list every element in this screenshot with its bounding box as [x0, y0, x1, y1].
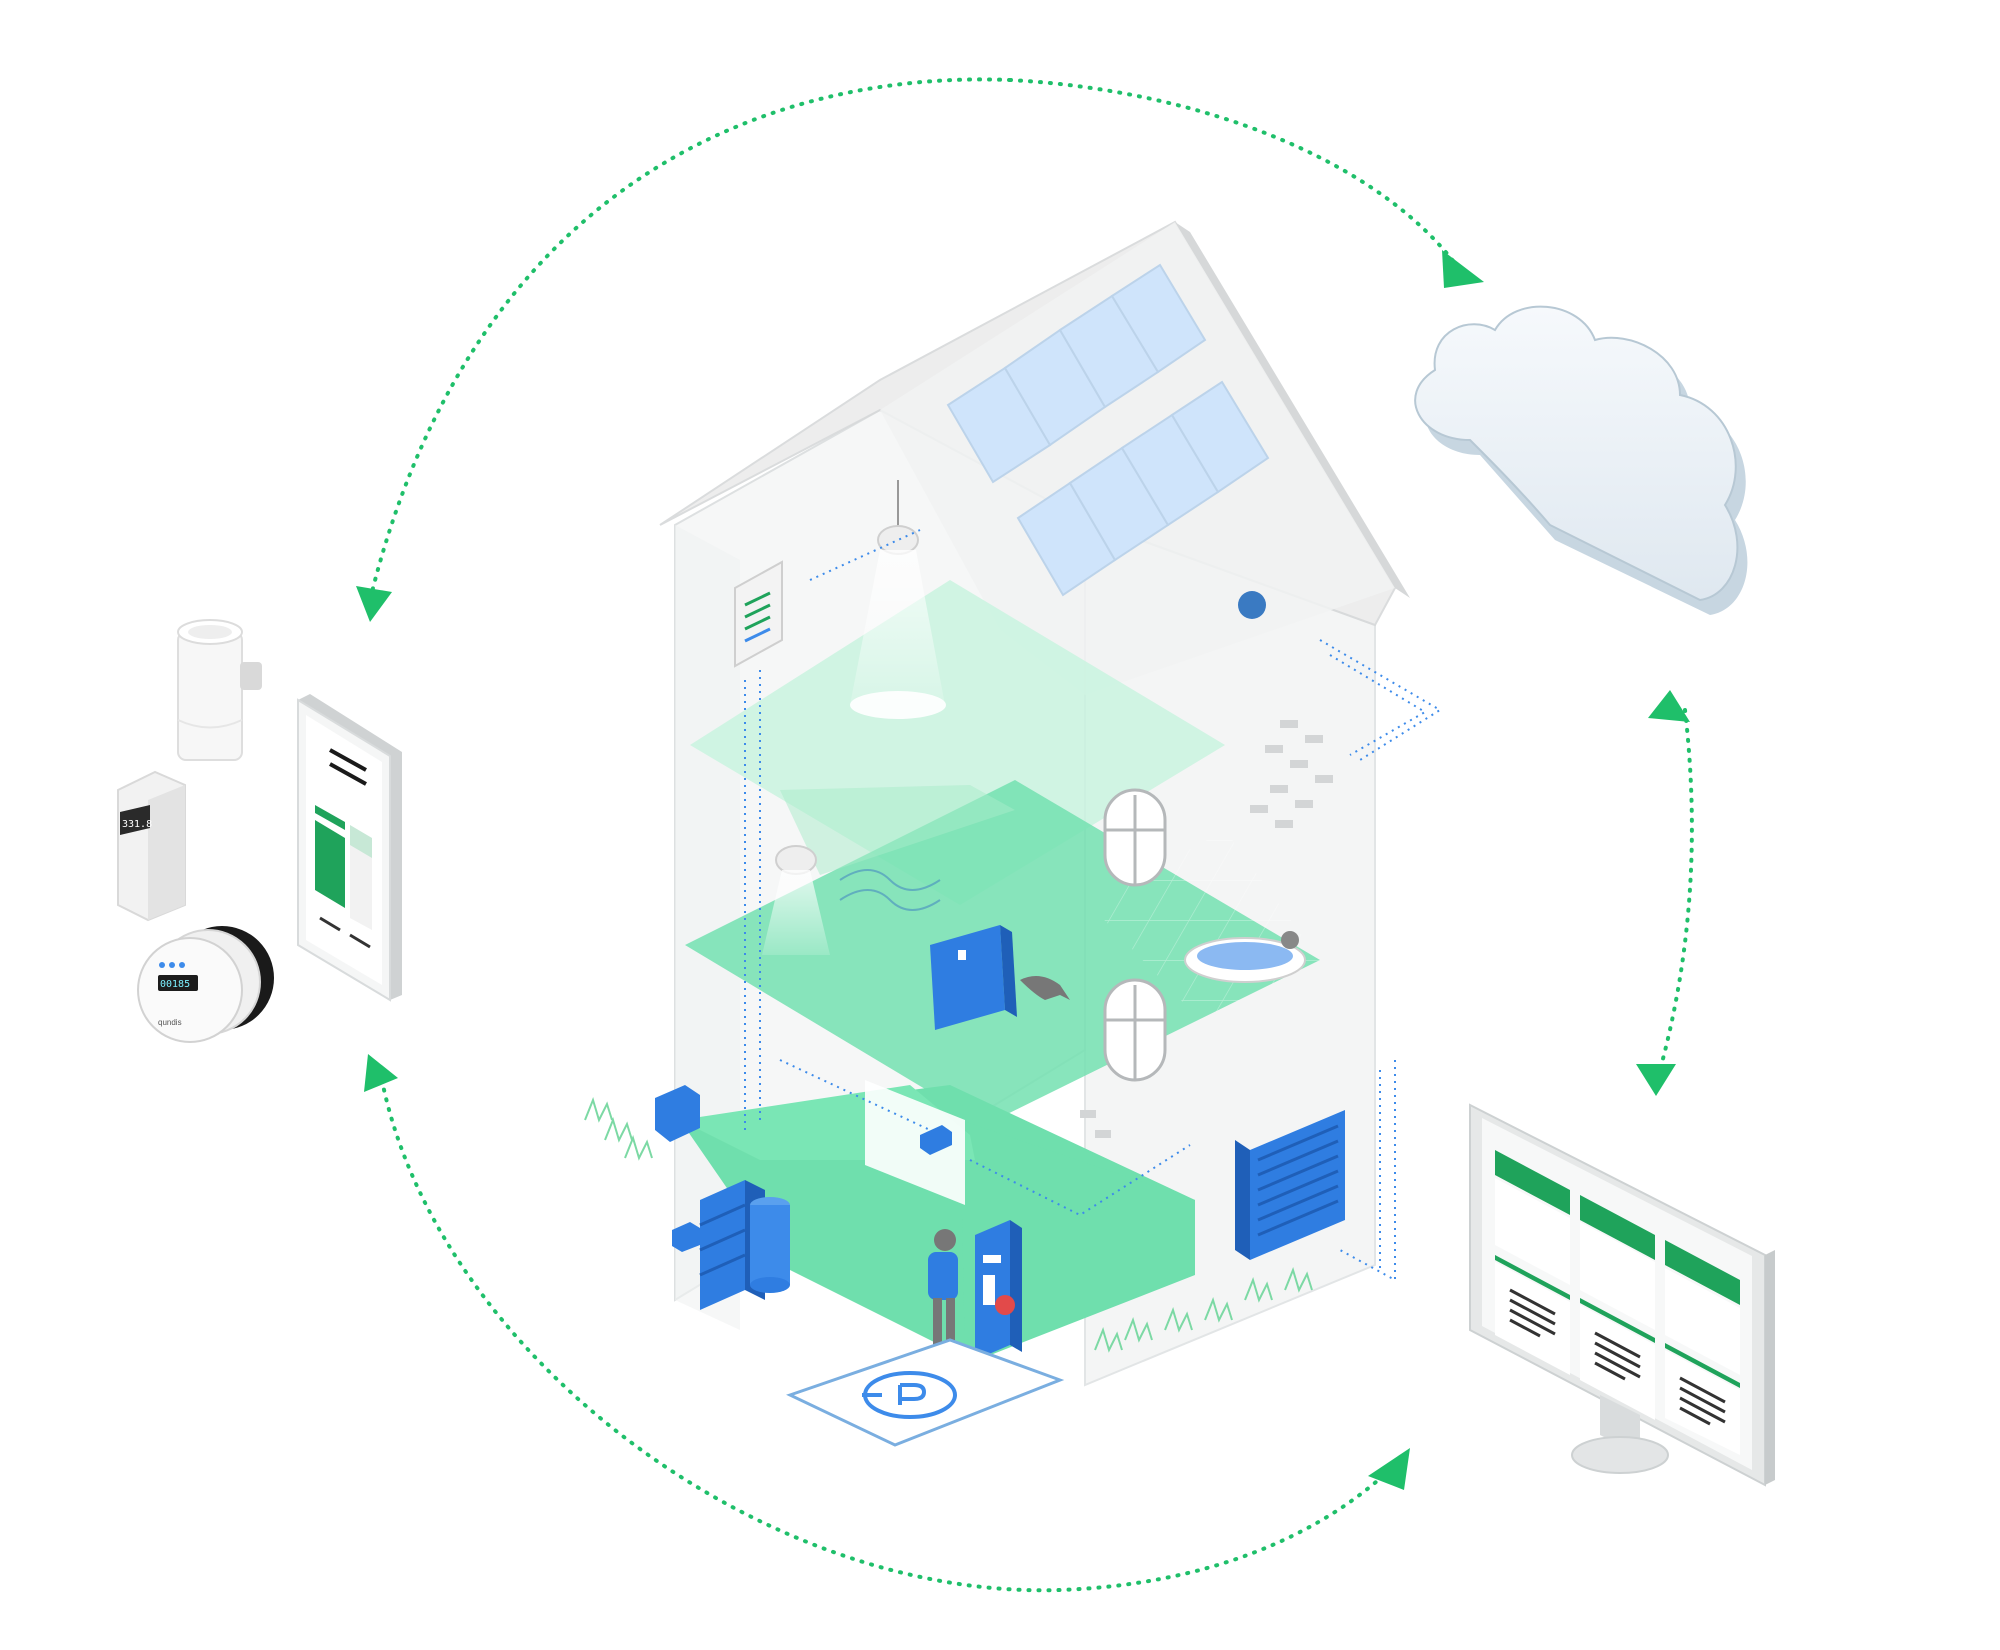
- heat-pump-icon: [1235, 1110, 1345, 1260]
- wall-poster: [734, 560, 783, 668]
- heat-pump-icon: [930, 925, 1017, 1030]
- water-meter-icon: 00185 qundis: [137, 926, 274, 1043]
- bathtub-icon: [1184, 931, 1306, 983]
- arrow-head-icon: [1442, 250, 1484, 288]
- house: [584, 220, 1442, 1447]
- smart-box: [655, 1085, 700, 1142]
- cloud-icon: [1414, 305, 1748, 615]
- cat-icon: [1020, 976, 1070, 1000]
- arrow-head-icon: [364, 1054, 398, 1092]
- grass: [584, 1096, 1313, 1353]
- arrow-top-right: [1008, 78, 1462, 272]
- arrow-heads: [356, 250, 1690, 1490]
- arrow-head-icon: [1648, 690, 1690, 722]
- arrow-bottom: [378, 1068, 1402, 1593]
- arrow-right-vertical: [1658, 708, 1694, 1072]
- person-icon: [928, 1229, 958, 1353]
- water-meter-brand: qundis: [158, 1018, 182, 1027]
- smoke-detector-icon: [1238, 591, 1266, 619]
- heat-meter-display: 331.8: [122, 819, 152, 830]
- smartphone-icon: [297, 694, 402, 1002]
- parking-icon: [786, 1338, 1065, 1447]
- solar-panel-icon: [946, 263, 1270, 597]
- router-icon: [920, 1125, 952, 1155]
- boiler-icon: [750, 1197, 790, 1293]
- dashboard-panel-1: [1495, 1150, 1570, 1375]
- ceiling-lamp-icon: [850, 480, 946, 719]
- data-lines: [744, 529, 1442, 1282]
- arrow-head-icon: [356, 586, 392, 622]
- ceiling-lamp-icon: [762, 845, 830, 955]
- water-meter-display: 00185: [160, 979, 190, 990]
- arrow-head-icon: [1368, 1448, 1410, 1490]
- thermostat-icon: [177, 619, 262, 761]
- windows: [1103, 788, 1167, 1082]
- monitor-icon: [1469, 1103, 1775, 1487]
- ev-charger-icon: [975, 1220, 1022, 1360]
- cycle-arrows: [368, 77, 1694, 1593]
- arrow-head-icon: [1636, 1064, 1676, 1096]
- dashboard-panel-2: [1580, 1195, 1655, 1420]
- dashboard-panel-3: [1665, 1240, 1740, 1455]
- heat-cost-allocator-icon: 331.8: [117, 770, 186, 922]
- devices-group: 331.8 00185 qundis: [117, 619, 402, 1043]
- arrow-top-left: [368, 77, 1012, 602]
